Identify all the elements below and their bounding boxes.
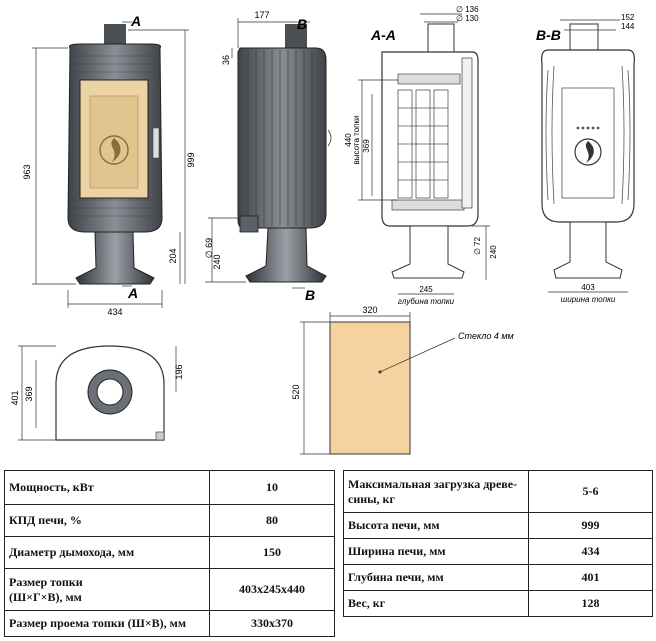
- dim-plan-196: 196: [174, 364, 184, 379]
- spec-value: 401: [528, 564, 653, 591]
- dim-963: 963: [22, 164, 32, 179]
- spec-value: 10: [209, 470, 335, 505]
- plan-chimney-hole: [96, 378, 124, 406]
- spec-value: 5-6: [528, 470, 653, 513]
- dim-434: 434: [107, 307, 122, 317]
- aa-chimney: [427, 23, 455, 53]
- plan-view: 401 369 196: [10, 345, 184, 441]
- spec-value: 128: [528, 590, 653, 617]
- bb-leg: [553, 221, 623, 279]
- spec-value: 434: [528, 538, 653, 565]
- dim-240-section: 240: [489, 245, 498, 259]
- flame-icon: [99, 135, 129, 165]
- dim-d136: ∅ 136: [456, 5, 479, 14]
- side-air-inlet: [239, 215, 259, 233]
- section-aa-title: A-A: [370, 27, 396, 43]
- spec-label: Глубина печи, мм: [343, 564, 529, 591]
- section-label-a-top: A: [130, 13, 141, 29]
- front-leg: [75, 231, 155, 285]
- aa-door-section: [461, 57, 473, 209]
- side-view: 177 36 ∅ 69 240 B B: [204, 10, 332, 303]
- dim-d69: ∅ 69: [204, 238, 214, 258]
- spec-value: 999: [528, 512, 653, 539]
- glass-panel: [329, 321, 411, 455]
- dim-403: 403: [581, 283, 595, 292]
- dim-glass-320: 320: [362, 305, 377, 315]
- bb-chimney: [569, 23, 599, 53]
- dim-d72: ∅ 72: [473, 236, 482, 255]
- spec-label: КПД печи, %: [4, 504, 210, 537]
- label-firebox-depth: глубина топки: [398, 297, 455, 306]
- aa-leg: [391, 225, 465, 279]
- dim-plan-369: 369: [24, 386, 34, 401]
- label-firebox-width: ширина топки: [561, 295, 616, 304]
- side-chimney-pipe: [285, 24, 307, 48]
- side-leg: [245, 227, 327, 283]
- front-door-handle: [152, 127, 160, 159]
- front-view: 963 999 204 434 A A: [22, 13, 196, 317]
- section-b-b: B-B 152 144 403 ширина топки: [536, 13, 635, 304]
- bb-flame-icon: [574, 138, 602, 166]
- section-bb-title: B-B: [536, 27, 561, 43]
- bb-vent-holes: [576, 126, 600, 130]
- glass-panel-view: 320 520 Стекло 4 мм: [291, 305, 514, 455]
- spec-label: Размер проема топки (Ш×В), мм: [4, 610, 210, 637]
- spec-value: 330x370: [209, 610, 335, 637]
- aa-grate: [391, 199, 465, 211]
- section-label-b-bottom: B: [305, 287, 315, 303]
- section-label-a-bottom: A: [127, 285, 138, 301]
- spec-value: 150: [209, 536, 335, 569]
- door-swing-arrow-icon: [327, 129, 332, 147]
- front-chimney-pipe: [104, 24, 126, 48]
- aa-baffle: [397, 73, 461, 85]
- spec-label: Ширина печи, мм: [343, 538, 529, 565]
- spec-label: Размер топки (Ш×Г×В), мм: [4, 568, 210, 611]
- dim-245: 245: [419, 285, 433, 294]
- spec-label: Вес, кг: [343, 590, 529, 617]
- spec-label: Мощность, кВт: [4, 470, 210, 505]
- spec-label: Максимальная загрузка древе- сины, кг: [343, 470, 529, 513]
- dim-440: 440: [344, 133, 353, 147]
- spec-label: Диаметр дымохода, мм: [4, 536, 210, 569]
- dim-999: 999: [186, 152, 196, 167]
- plan-handle: [155, 431, 165, 441]
- dim-144: 144: [621, 22, 635, 31]
- glass-note: Стекло 4 мм: [458, 331, 514, 341]
- side-ribs: [247, 50, 313, 226]
- aa-fire-bricks: [397, 89, 449, 199]
- spec-value: 80: [209, 504, 335, 537]
- section-label-b-top: B: [297, 16, 307, 32]
- bb-side-ribs: [545, 65, 631, 205]
- spec-value: 403x245x440: [209, 568, 335, 611]
- dim-152: 152: [621, 13, 635, 22]
- label-firebox-height: высота топки: [352, 116, 361, 165]
- technical-drawing: 963 999 204 434 A A 177 36 ∅ 69 240 B B: [10, 5, 635, 455]
- dim-plan-401: 401: [10, 390, 20, 405]
- dim-d130: ∅ 130: [456, 14, 479, 23]
- dim-177: 177: [254, 10, 269, 20]
- front-ribs: [72, 55, 158, 217]
- spec-label: Высота печи, мм: [343, 512, 529, 539]
- glass-note-leader: [379, 337, 456, 373]
- dim-36: 36: [221, 55, 231, 65]
- dim-240-side: 240: [212, 254, 222, 269]
- dim-glass-520: 520: [291, 384, 301, 399]
- dim-369-section: 369: [362, 139, 371, 153]
- dim-204: 204: [168, 248, 178, 263]
- side-stove-body: [237, 47, 327, 229]
- spec-row: КПД печи, %80: [4, 504, 335, 537]
- section-a-a: A-A ∅ 136 ∅ 130 440 высота топки 369 ∅ 7…: [344, 5, 498, 306]
